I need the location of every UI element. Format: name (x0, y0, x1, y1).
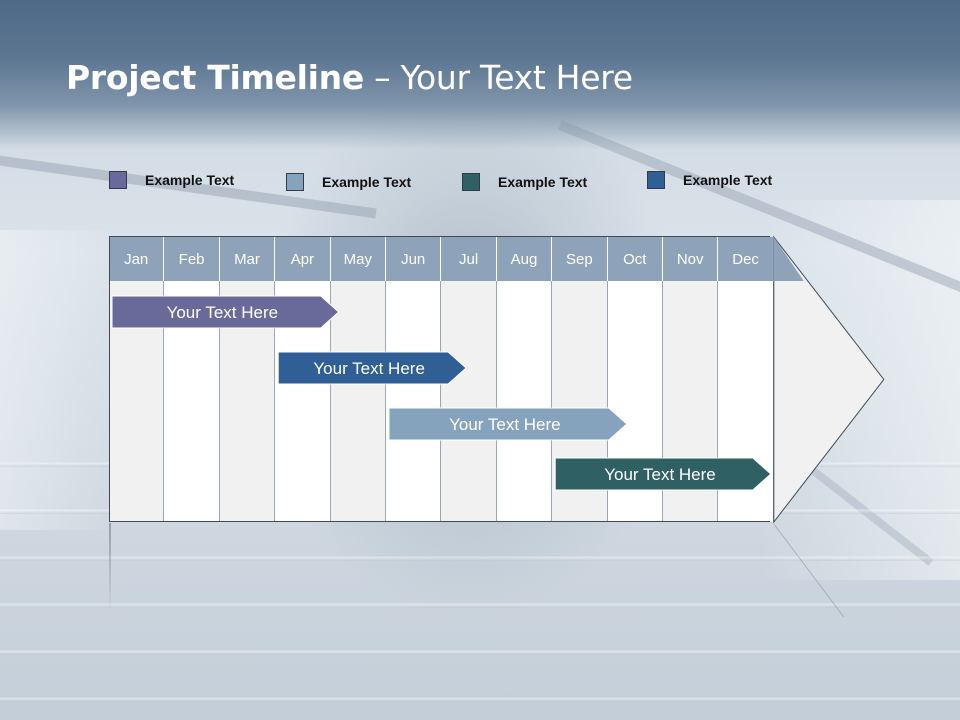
month-header-nov: Nov (663, 237, 719, 281)
glass-panel-left (0, 230, 120, 530)
month-header-jul: Jul (441, 237, 497, 281)
title-bold: Project Timeline (66, 58, 364, 97)
month-column (219, 237, 276, 522)
month-column (496, 237, 553, 522)
month-header-dec: Dec (718, 237, 774, 281)
legend-item-4: Example Text (647, 170, 772, 190)
legend-label: Example Text (498, 174, 588, 190)
legend-swatch (286, 173, 304, 191)
month-column (109, 237, 165, 522)
legend-item-2: Example Text (286, 172, 411, 192)
legend-label: Example Text (145, 172, 235, 188)
month-header-mar: Mar (219, 237, 276, 281)
month-header-apr: Apr (275, 237, 331, 281)
month-header-sep: Sep (552, 237, 608, 281)
legend-swatch (647, 171, 665, 189)
frame-reflection (109, 523, 111, 613)
month-header-oct: Oct (607, 237, 663, 281)
title-rest: – Your Text Here (363, 58, 633, 97)
legend-swatch (462, 173, 480, 191)
month-header-feb: Feb (164, 237, 220, 281)
month-header-aug: Aug (496, 237, 553, 281)
legend-label: Example Text (683, 172, 773, 188)
legend-item-1: Example Text (109, 170, 234, 190)
legend-item-3: Example Text (462, 172, 587, 192)
legend-label: Example Text (322, 174, 412, 190)
legend-swatch (109, 171, 127, 189)
month-header-jan: Jan (109, 237, 165, 281)
month-header-jun: Jun (386, 237, 442, 281)
slide-title: Project Timeline – Your Text Here (66, 58, 633, 97)
month-column (164, 237, 220, 522)
month-header-may: May (330, 237, 386, 281)
title-band: Project Timeline – Your Text Here (0, 0, 960, 150)
